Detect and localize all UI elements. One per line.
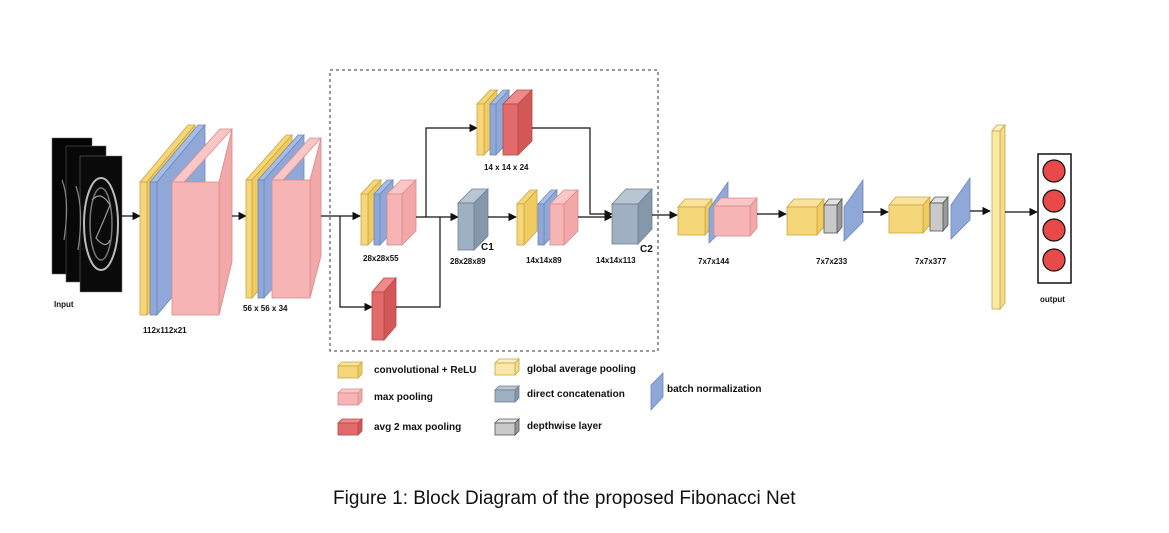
input-label: Input <box>54 300 74 309</box>
legend-gap-label: global average pooling <box>527 364 636 375</box>
block-7x7x377 <box>888 176 971 240</box>
output-node <box>1042 159 1066 183</box>
output-node <box>1042 248 1066 272</box>
output-layer <box>1037 153 1072 284</box>
legend-bn-label: batch normalization <box>667 384 761 395</box>
legend-concat-icon <box>494 385 520 403</box>
label-7x7x144: 7x7x144 <box>698 257 730 266</box>
label-7x7x377: 7x7x377 <box>915 257 947 266</box>
block-7x7x144 <box>677 180 758 244</box>
legend-depthwise-icon <box>494 418 520 436</box>
legend-conv-label: convolutional + ReLU <box>374 365 477 376</box>
legend-avgmax-label: avg 2 max pooling <box>374 422 461 433</box>
block-7x7x233 <box>786 178 864 242</box>
block-c2-concat <box>611 187 653 246</box>
label-7x7x233: 7x7x233 <box>816 257 848 266</box>
block-112x112x21 <box>139 123 233 317</box>
block-14x14x24 <box>476 88 533 157</box>
label-c2: C2 <box>640 244 653 255</box>
legend-avgmax-icon <box>337 418 363 436</box>
module-boundary <box>329 69 659 352</box>
output-label: output <box>1040 295 1065 304</box>
label-56x56x34: 56 x 56 x 34 <box>243 304 288 313</box>
input-image-stack <box>51 137 123 293</box>
label-14x14x113: 14x14x113 <box>596 256 636 265</box>
block-28x28x55 <box>360 178 417 247</box>
figure-caption: Figure 1: Block Diagram of the proposed … <box>333 488 796 509</box>
legend-bn-icon <box>650 372 664 412</box>
block-56x56x34 <box>245 133 322 300</box>
legend-maxpool-label: max pooling <box>374 392 433 403</box>
legend-gap-icon <box>494 358 520 376</box>
legend: convolutional + ReLU max pooling avg 2 m… <box>337 358 761 436</box>
label-112x112x21: 112x112x21 <box>143 326 187 335</box>
label-28x28x89: 28x28x89 <box>450 257 486 266</box>
legend-conv-icon <box>337 361 363 379</box>
output-node <box>1042 218 1066 242</box>
legend-depthwise-label: depthwise layer <box>527 421 602 432</box>
legend-concat-label: direct concatenation <box>527 389 625 400</box>
block-global-avg-pool <box>991 123 1006 311</box>
block-c1-concat <box>457 188 489 251</box>
output-node <box>1042 189 1066 213</box>
block-avg-max-pool <box>371 276 397 342</box>
block-14x14x89 <box>516 188 579 247</box>
legend-maxpool-icon <box>337 388 363 406</box>
label-28x28x55: 28x28x55 <box>363 254 399 263</box>
label-14x14x89: 14x14x89 <box>526 256 562 265</box>
label-c1: C1 <box>481 242 494 253</box>
label-14x14x24: 14 x 14 x 24 <box>484 163 529 172</box>
